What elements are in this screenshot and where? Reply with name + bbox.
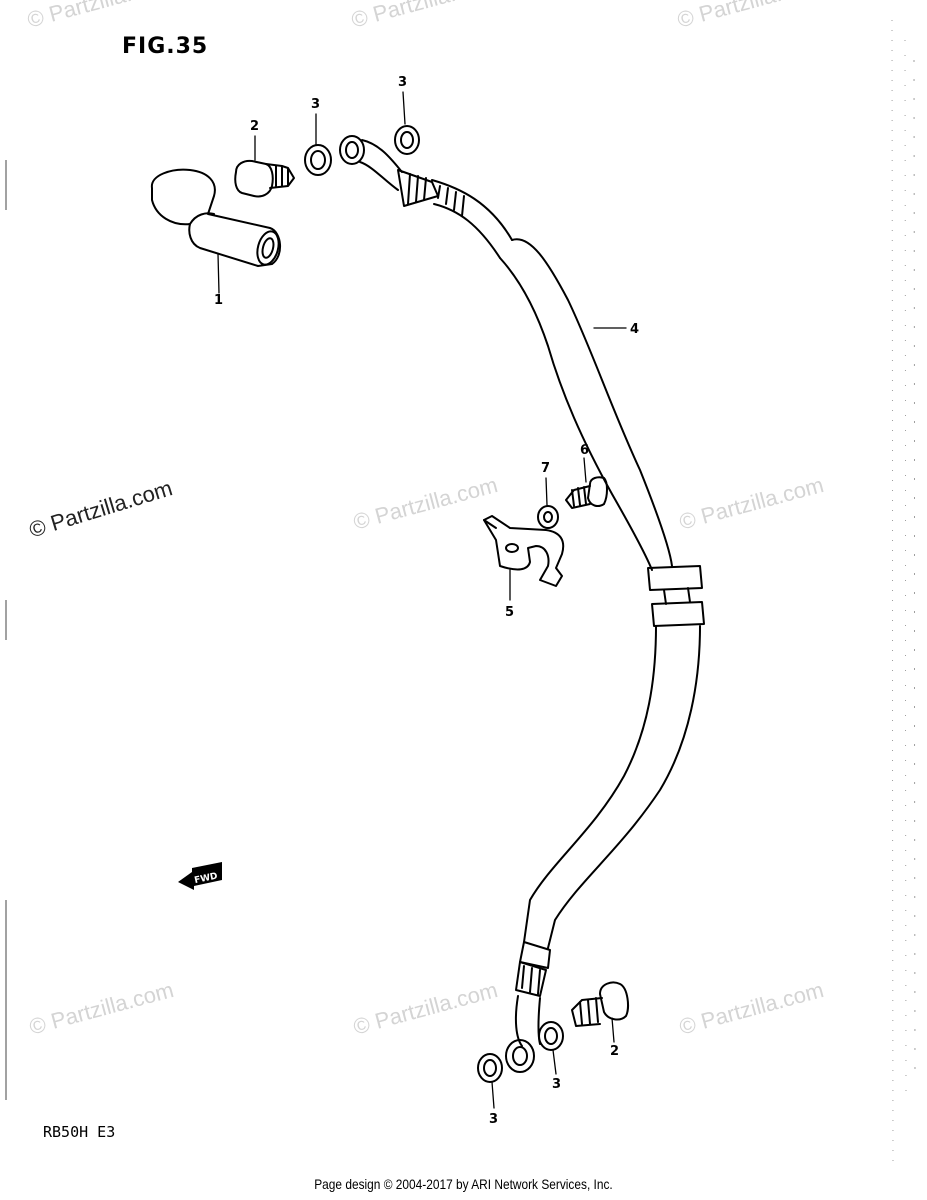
leader-line-3-top-b (402, 91, 406, 125)
callout-1: 1 (214, 293, 223, 308)
washer-part-7[interactable] (537, 505, 559, 529)
washer-part-3-top-b[interactable] (394, 125, 420, 155)
fwd-arrow-label: FWD (194, 871, 219, 886)
leader-line-1 (217, 253, 220, 294)
callout-2-top: 2 (250, 119, 259, 134)
bracket-part-5[interactable] (483, 515, 565, 587)
fwd-arrow-icon: FWD (178, 862, 222, 890)
washer-part-3-top-a[interactable] (304, 144, 332, 176)
callout-3-bottom-b: 3 (489, 1112, 498, 1127)
callout-3-bottom-a: 3 (552, 1077, 561, 1092)
leader-line-3-bottom-b (491, 1081, 495, 1109)
bolt-part-6[interactable] (565, 476, 608, 509)
callout-5: 5 (505, 605, 514, 620)
banjo-bolt-part-2-bottom[interactable] (571, 981, 629, 1027)
banjo-bolt-part-2-top[interactable] (234, 159, 295, 198)
leader-line-7 (545, 477, 548, 506)
leader-line-3-bottom-a (552, 1049, 557, 1075)
scan-edge-noise (5, 19, 916, 1171)
figure-title: FIG.35 (122, 34, 209, 59)
callout-7: 7 (541, 461, 550, 476)
boot-cap-part-1[interactable] (150, 168, 282, 267)
callout-6: 6 (580, 443, 589, 458)
brake-hose-part-4[interactable] (339, 135, 705, 1073)
callout-4: 4 (630, 322, 639, 337)
washer-part-3-bottom-b[interactable] (477, 1053, 503, 1083)
callout-3-top-b: 3 (398, 75, 407, 90)
leader-line-6 (583, 457, 587, 483)
washer-part-3-bottom-a[interactable] (538, 1021, 564, 1051)
callout-3-top-a: 3 (311, 97, 320, 112)
footer-copyright: Page design © 2004-2017 by ARI Network S… (314, 1176, 613, 1192)
leader-line-2-bottom (611, 1017, 615, 1043)
callout-2-bottom: 2 (610, 1044, 619, 1059)
model-code: RB50H E3 (43, 1123, 116, 1141)
